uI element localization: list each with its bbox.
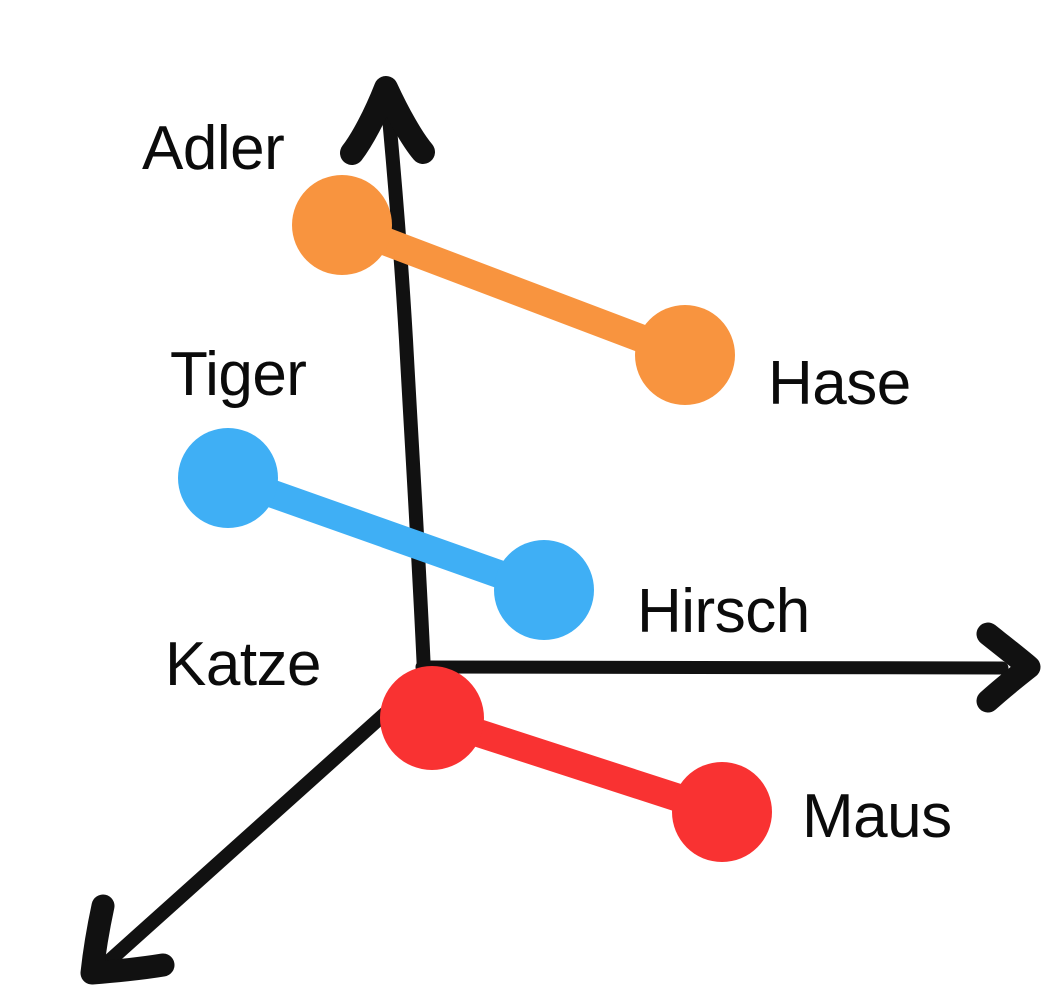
z-axis-arrowhead-icon	[80, 894, 175, 985]
label-maus: Maus	[802, 782, 952, 851]
label-tiger: Tiger	[170, 340, 307, 409]
z-axis	[80, 668, 435, 985]
node-maus[interactable]	[672, 762, 772, 862]
node-katze[interactable]	[380, 666, 484, 770]
z-axis-line	[101, 668, 435, 969]
y-axis-arrowhead-icon	[340, 76, 435, 165]
y-axis	[340, 76, 435, 679]
y-axis-line	[380, 89, 431, 679]
pair-tiger-hirsch[interactable]	[178, 428, 594, 640]
connector-adler-hase	[328, 211, 699, 369]
axis-group	[80, 76, 1041, 985]
node-tiger[interactable]	[178, 428, 278, 528]
pair-adler-hase[interactable]	[292, 175, 735, 405]
node-hirsch[interactable]	[494, 540, 594, 640]
pair-katze-maus[interactable]	[380, 666, 772, 862]
x-axis-arrowhead-icon	[976, 622, 1041, 713]
x-axis-line	[415, 660, 1009, 675]
node-adler[interactable]	[292, 175, 392, 275]
connector-tiger-hirsch	[214, 464, 558, 604]
label-katze: Katze	[165, 630, 322, 699]
node-hase[interactable]	[635, 305, 735, 405]
x-axis	[415, 622, 1041, 713]
label-adler: Adler	[142, 114, 285, 183]
label-hirsch: Hirsch	[637, 577, 810, 646]
label-hase: Hase	[768, 349, 911, 418]
